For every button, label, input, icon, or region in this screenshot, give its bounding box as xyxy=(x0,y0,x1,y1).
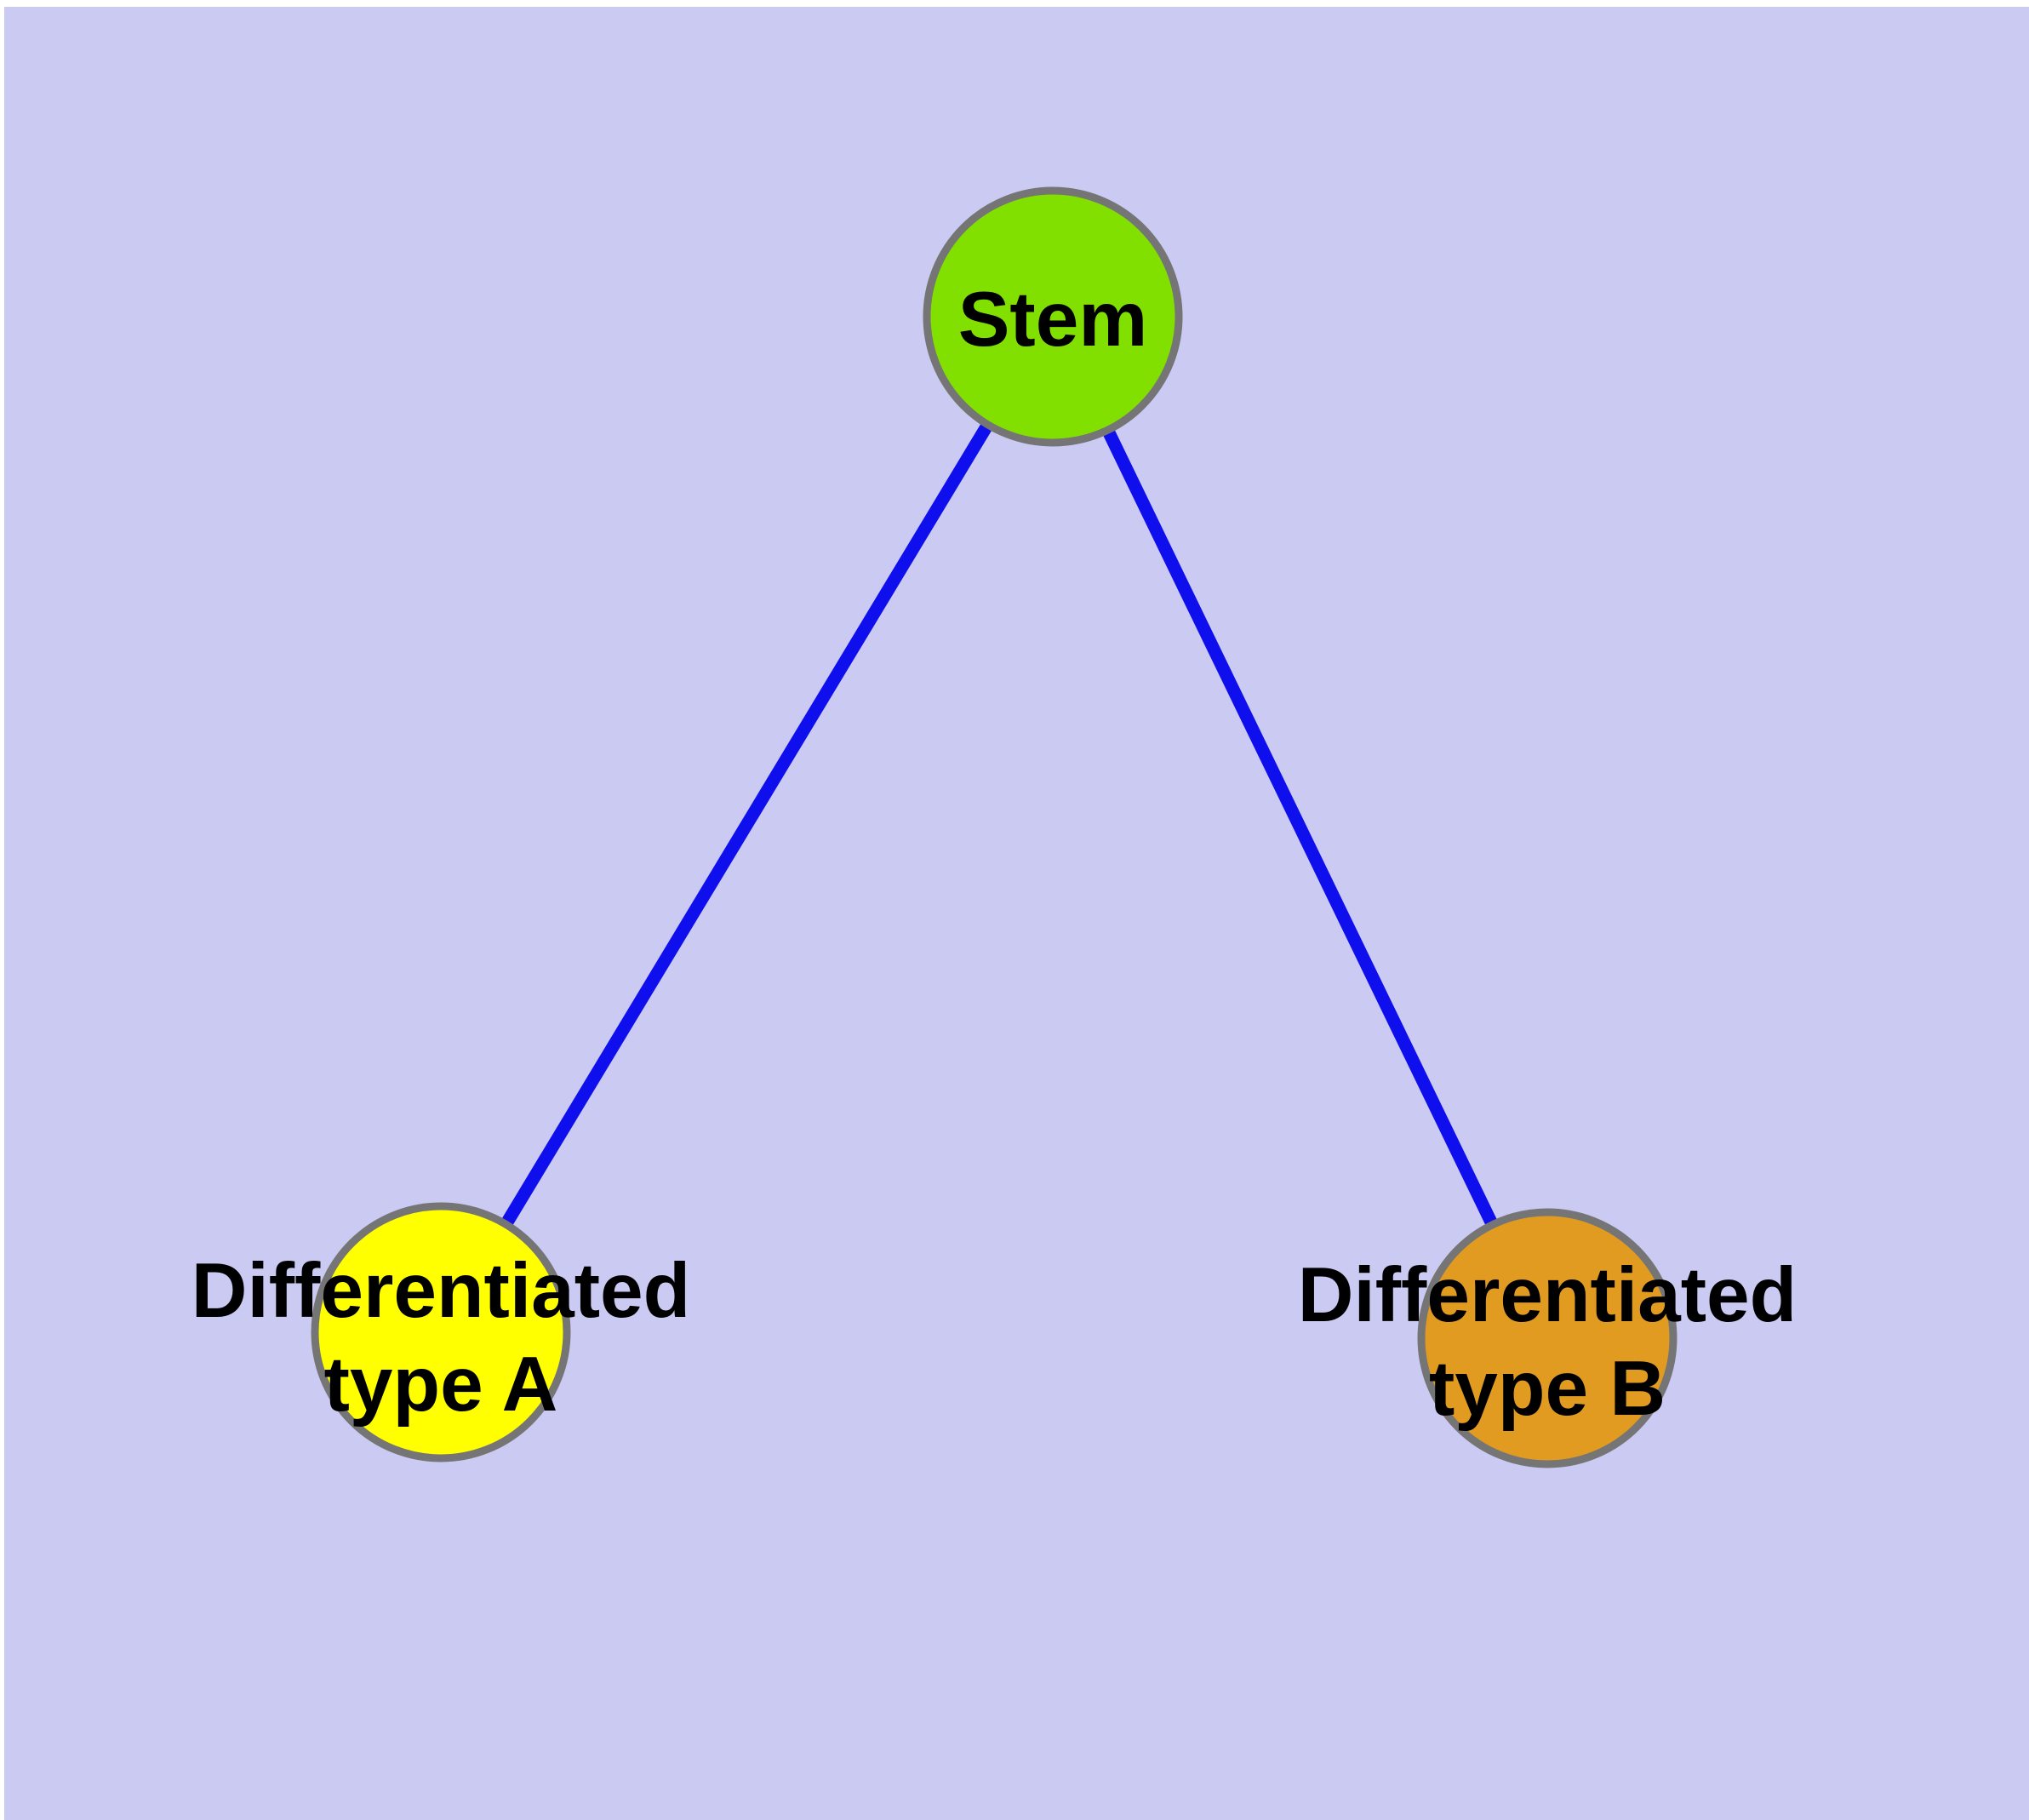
node-type-a-label-line2: type A xyxy=(324,1342,558,1428)
node-type-b-circle xyxy=(1417,1208,1677,1468)
edge-stem-to-type-b xyxy=(1047,313,1553,1342)
node-type-b-label-line1: Differentiated xyxy=(1298,1252,1798,1338)
node-type-b-label-line2: type B xyxy=(1429,1346,1666,1432)
node-type-a-label-line1: Differentiated xyxy=(191,1248,691,1334)
node-stem-label: Stem xyxy=(958,277,1148,363)
node-type-a-circle xyxy=(311,1202,571,1462)
node-stem-circle xyxy=(923,186,1183,447)
edge-stem-to-type-a xyxy=(435,313,1059,1336)
